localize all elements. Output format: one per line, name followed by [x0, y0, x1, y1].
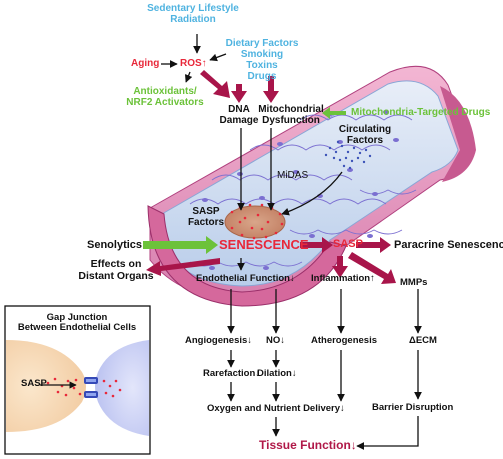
gap-junction-inset: [4, 305, 151, 455]
dietary-line-1: Dietary Factors: [225, 38, 299, 49]
sasp-factors-label: SASP Factors: [188, 206, 224, 228]
aging-label: Aging: [131, 58, 160, 69]
barrier-label: Barrier Disruption: [372, 402, 454, 413]
antioxidants-label: Antioxidants/ NRF2 Activators: [126, 86, 203, 108]
endothelial-function-label: Endothelial Function↓: [196, 273, 295, 284]
dna-damage-label: DNA Damage: [220, 104, 259, 126]
sedentary-line-1: Sedentary Lifestyle: [147, 3, 239, 14]
inset-sasp-dots: [46, 377, 122, 398]
tissue-function-label: Tissue Function↓: [259, 438, 357, 452]
dilation-label: Dilation↓: [257, 368, 297, 379]
sasp-factors-line-2: Factors: [187, 217, 225, 228]
sedentary-label: Sedentary Lifestyle Radiation: [147, 3, 239, 25]
mito-dysfunction-line-2: Dysfunction: [262, 115, 320, 126]
dietary-label: Dietary Factors Smoking Toxins Drugs: [226, 38, 299, 82]
mmps-label: MMPs: [400, 277, 428, 288]
mito-dysfunction-label: Mitochondrial Dysfunction: [258, 104, 324, 126]
mito-dysfunction-line-1: Mitochondrial: [258, 104, 324, 115]
left-endothelial-cell: [6, 340, 86, 432]
dietary-line-2: Smoking: [240, 49, 284, 60]
lower-arrows: [227, 289, 422, 450]
endothelial-cells: [189, 114, 417, 267]
angiogenesis-label: Angiogenesis↓: [185, 335, 253, 346]
upper-arrows: [161, 34, 346, 216]
oxygen-delivery-label: Oxygen and Nutrient Delivery↓: [207, 403, 345, 414]
dietary-line-3: Toxins: [246, 60, 278, 71]
sasp-factors-line-1: SASP: [192, 206, 220, 217]
inflammation-label: Inflammation↑: [311, 273, 375, 284]
gap-junction-channels: [84, 377, 98, 398]
sedentary-line-2: Radiation: [170, 14, 216, 25]
rarefaction-label: Rarefaction↓: [203, 368, 261, 379]
mito-drugs-label: Mitochondria-Targeted Drugs: [351, 107, 491, 118]
ros-label: ROS↑: [180, 58, 207, 69]
inset-title-line-2: Between Endothelial Cells: [17, 322, 137, 334]
circulating-line-1: Circulating: [338, 124, 392, 135]
middle-arrows: [143, 236, 396, 284]
senolytics-label: Senolytics: [87, 239, 143, 251]
distant-line-1: Effects on: [90, 258, 142, 270]
inset-title-line-1: Gap Junction: [46, 312, 108, 323]
atherogenesis-label: Atherogenesis: [311, 335, 377, 346]
circulating-line-2: Factors: [346, 135, 384, 146]
distant-line-2: Distant Organs: [78, 269, 154, 282]
vessel-end: [440, 86, 476, 182]
inset-title: Gap Junction Between Endothelial Cells: [17, 312, 137, 334]
paracrine-label: Paracrine Senescence: [394, 239, 503, 251]
ecm-label: ΔECM: [409, 335, 437, 346]
circulating-factor-dots: [324, 140, 372, 170]
midas-label: MiDAS: [277, 170, 309, 181]
right-endothelial-cell: [95, 340, 149, 436]
no-label: NO↓: [266, 335, 285, 346]
senescence-label: SENESCENCE: [219, 237, 309, 252]
dna-damage-line-2: Damage: [219, 115, 259, 126]
blood-vessel: [147, 65, 476, 307]
dna-damage-line-1: DNA: [228, 104, 250, 115]
antioxidants-line-2: NRF2 Activators: [126, 97, 204, 108]
distant-organs-label: Effects on Distant Organs: [78, 258, 154, 282]
circulating-factors-label: Circulating Factors: [339, 124, 391, 146]
inset-sasp-label: SASP: [21, 378, 47, 389]
sasp-factor-dots: [230, 203, 284, 240]
antioxidants-line-1: Antioxidants/: [133, 86, 197, 97]
dietary-line-4: Drugs: [247, 71, 277, 82]
sasp-label: SASP: [333, 238, 363, 250]
vessel-cross-section: [147, 205, 347, 307]
